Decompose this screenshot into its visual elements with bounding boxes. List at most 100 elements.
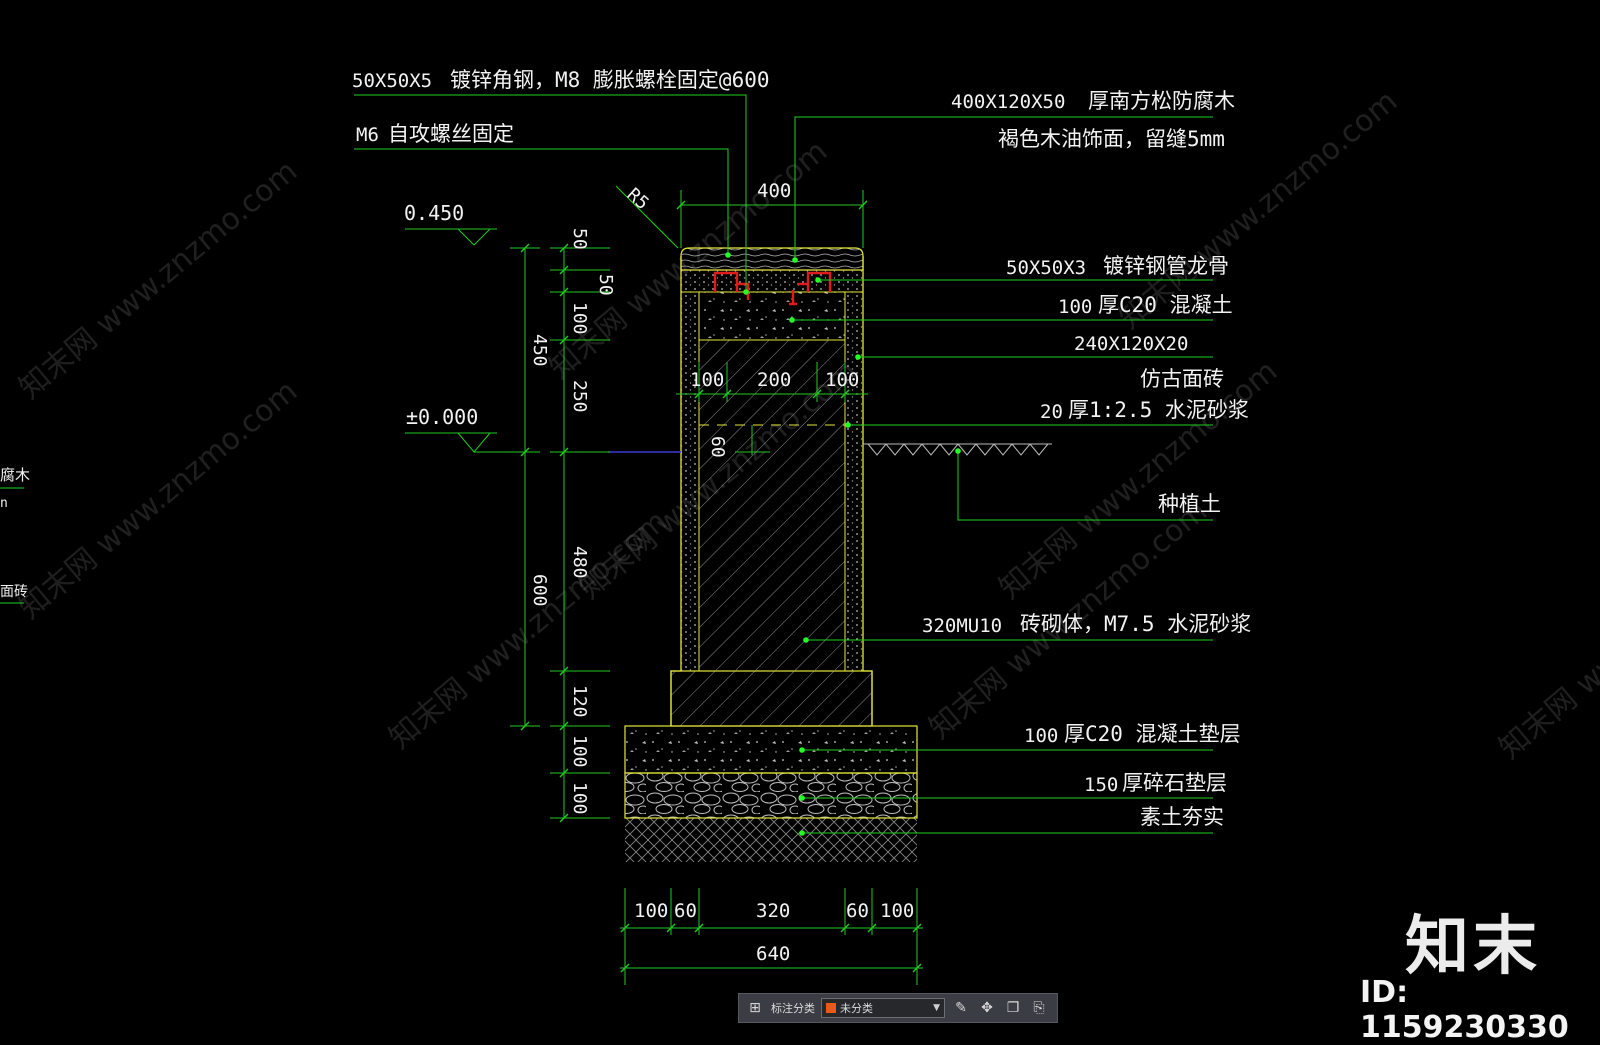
chevron-down-icon: ▼ bbox=[933, 1003, 940, 1013]
wood-size: 400X120X50 bbox=[951, 91, 1065, 113]
gravel-desc: 厚碎石垫层 bbox=[1122, 771, 1227, 795]
dimension-tick bbox=[912, 923, 922, 933]
tile-desc: 仿古面砖 bbox=[1140, 367, 1224, 391]
soil-hatch-tooth bbox=[975, 443, 995, 456]
dimension-tick bbox=[559, 447, 569, 457]
soil-hatch bbox=[867, 443, 1049, 456]
concrete-thk: 100 bbox=[1058, 296, 1092, 318]
section-outline bbox=[670, 256, 873, 726]
dimension-tick bbox=[858, 200, 868, 210]
tube-desc: 镀锌钢管龙骨 bbox=[1103, 254, 1229, 278]
annotation-category-label: 标注分类 bbox=[771, 1002, 815, 1015]
dim-left-120: 120 bbox=[569, 685, 590, 718]
dim-bottom-100a: 100 bbox=[634, 900, 668, 922]
dim-bottom-320: 320 bbox=[756, 900, 790, 922]
wood-finish: 褐色木油饰面，留缝5mm bbox=[998, 127, 1225, 151]
dim-left-100c: 100 bbox=[569, 782, 590, 815]
radius-label: R5 bbox=[623, 184, 653, 214]
tile-left bbox=[680, 291, 700, 672]
tube-size: 50X50X3 bbox=[1006, 257, 1086, 279]
screw-size: M6 bbox=[356, 124, 379, 146]
dim-inner-right: 100 bbox=[825, 369, 859, 391]
dim-left-480: 480 bbox=[569, 546, 590, 579]
dimension-tick bbox=[559, 243, 569, 253]
wood-top bbox=[680, 247, 864, 271]
fragment-leaders bbox=[0, 487, 24, 604]
pad-desc: 厚C20 混凝土垫层 bbox=[1064, 722, 1241, 746]
watermark-text: 知末网 www.znzmo.com bbox=[13, 374, 304, 626]
dim-bottom-total: 640 bbox=[756, 943, 790, 965]
soil-hatch-tooth bbox=[939, 443, 959, 456]
wood-desc: 厚南方松防腐木 bbox=[1088, 89, 1235, 113]
top-elevation: 0.450 bbox=[404, 201, 464, 225]
copy-icon[interactable]: ❐ bbox=[1006, 1000, 1020, 1016]
dim-60-label: 60 bbox=[707, 436, 728, 458]
dimension-tick bbox=[840, 923, 850, 933]
grid-icon[interactable]: ⊞ bbox=[749, 1000, 761, 1016]
soil-hatch-tooth bbox=[921, 443, 941, 456]
brick-size: 320MU10 bbox=[922, 615, 1002, 637]
dim-left-450: 450 bbox=[529, 334, 550, 367]
dimension-tick bbox=[694, 923, 704, 933]
annotation-toolbar: ⊞ 标注分类 未分类 ▼ ✎ ✥ ❐ ⎘ bbox=[738, 993, 1058, 1023]
brick-footing bbox=[670, 670, 873, 727]
dimension-tick bbox=[620, 963, 630, 973]
dimension-tick bbox=[666, 923, 676, 933]
dimension-tick bbox=[559, 265, 569, 275]
dimension-tick bbox=[676, 200, 686, 210]
left-fragment-3: 面砖 bbox=[0, 584, 28, 600]
dimension-tick bbox=[912, 963, 922, 973]
image-id-label: ID: 1159230330 bbox=[1360, 975, 1569, 1045]
brand-logo: 知末 bbox=[1405, 910, 1541, 984]
dim-bottom-60b: 60 bbox=[846, 900, 869, 922]
concrete-desc: 厚C20 混凝土 bbox=[1098, 293, 1233, 317]
mortar-thk: 20 bbox=[1040, 401, 1063, 423]
tile-right bbox=[844, 291, 864, 672]
compacted-soil bbox=[625, 818, 917, 862]
watermark-text: 知末网 www.znzmo.com bbox=[1493, 514, 1600, 766]
brick-desc: 砖砌体，M7.5 水泥砂浆 bbox=[1020, 612, 1251, 636]
concrete-cap bbox=[698, 291, 846, 341]
dimension-ticks bbox=[520, 200, 922, 973]
dim-left-100b: 100 bbox=[569, 735, 590, 768]
ground-elevation: ±0.000 bbox=[406, 405, 478, 429]
soil-hatch-tooth bbox=[1011, 443, 1031, 456]
compact-label: 素土夯实 bbox=[1140, 805, 1224, 829]
category-color-swatch bbox=[826, 1003, 836, 1013]
dimension-tick bbox=[840, 389, 850, 399]
dimension-tick bbox=[559, 721, 569, 731]
soil-hatch-tooth bbox=[993, 443, 1013, 456]
paste-icon[interactable]: ⎘ bbox=[1033, 1000, 1045, 1016]
dim-left-100: 100 bbox=[569, 302, 590, 335]
dimension-tick bbox=[520, 721, 530, 731]
gravel-layer bbox=[624, 772, 918, 819]
dim-inner-left: 100 bbox=[690, 369, 724, 391]
steel-layer bbox=[680, 269, 864, 293]
dimension-tick bbox=[520, 243, 530, 253]
elevation-markers bbox=[405, 228, 540, 453]
steel-members bbox=[713, 271, 832, 306]
edit-icon[interactable]: ✎ bbox=[955, 1000, 967, 1016]
dim-top-width: 400 bbox=[757, 180, 791, 202]
dim-left-50a: 50 bbox=[569, 228, 590, 250]
screw-desc: 自攻螺丝固定 bbox=[388, 122, 514, 146]
soil-hatch-tooth bbox=[867, 443, 887, 456]
leader-dots bbox=[725, 252, 961, 836]
wall-section bbox=[608, 247, 1052, 862]
dim-bottom-100b: 100 bbox=[880, 900, 914, 922]
tile-size: 240X120X20 bbox=[1074, 333, 1188, 355]
move-icon[interactable]: ✥ bbox=[981, 1000, 993, 1016]
leader-lines bbox=[354, 94, 1213, 834]
dim-inner-mid: 200 bbox=[757, 369, 791, 391]
dim-left-50b: 50 bbox=[595, 274, 616, 296]
dimension-tick bbox=[559, 768, 569, 778]
category-select-value: 未分类 bbox=[840, 1002, 873, 1015]
category-select[interactable]: 未分类 ▼ bbox=[821, 998, 945, 1018]
angle-steel-size: 50X50X5 bbox=[352, 70, 432, 92]
left-fragment-1: 腐木 bbox=[0, 466, 30, 484]
soil-hatch-tooth bbox=[1029, 443, 1049, 456]
dim-left-250: 250 bbox=[569, 380, 590, 413]
dim-left-600: 600 bbox=[529, 574, 550, 607]
mortar-desc: 厚1:2.5 水泥砂浆 bbox=[1068, 398, 1249, 422]
soil-label: 种植土 bbox=[1158, 492, 1221, 516]
